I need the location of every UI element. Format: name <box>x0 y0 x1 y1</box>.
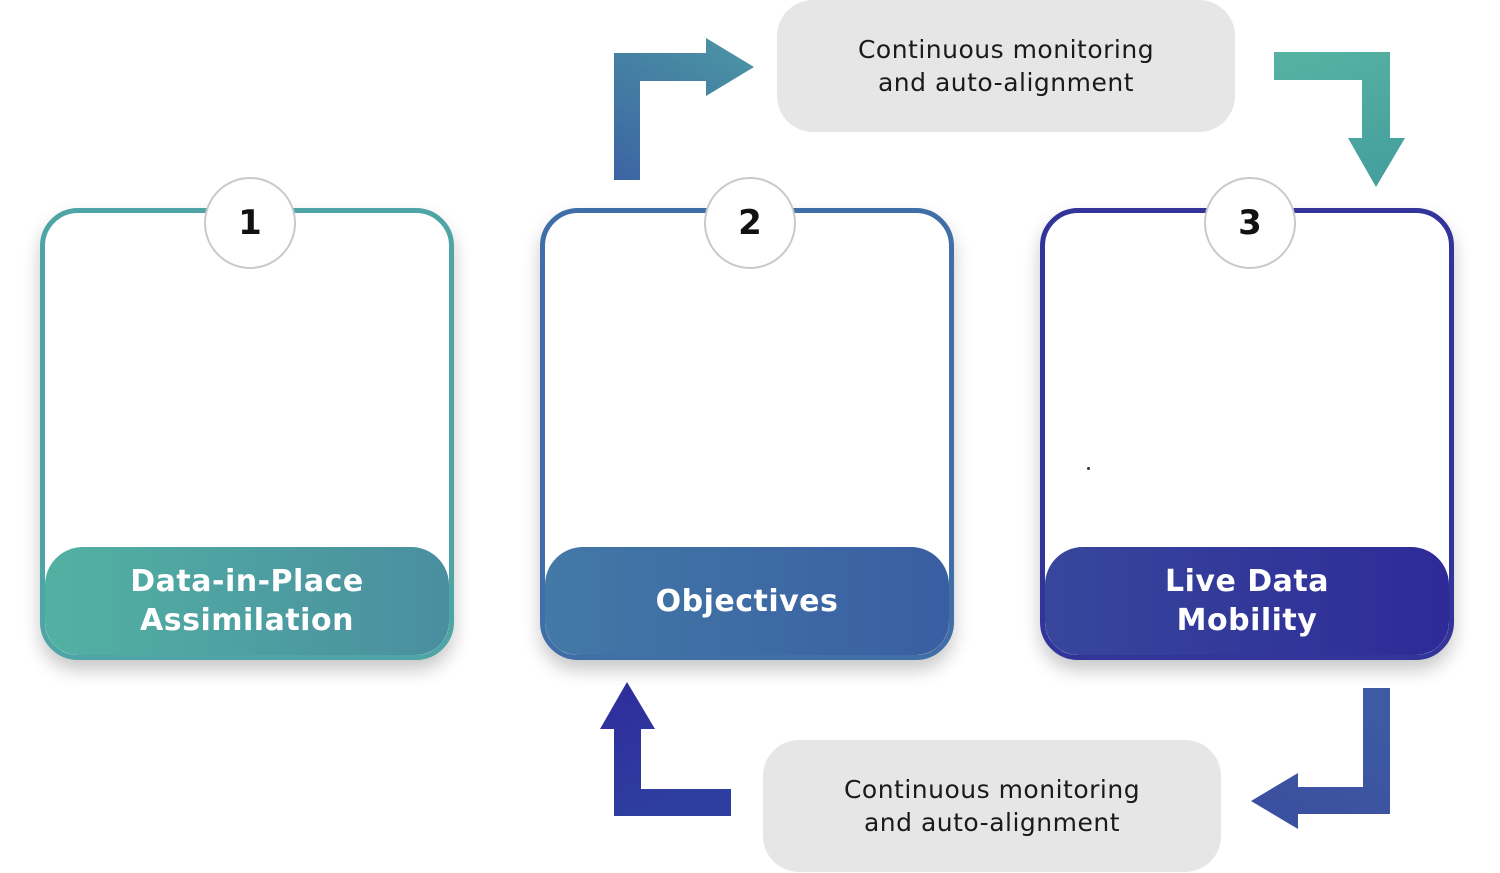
arrow-to-card-2 <box>600 682 731 816</box>
step-title: Data-in-Place Assimilation <box>45 547 449 655</box>
step-number-badge: 1 <box>204 177 296 269</box>
step-card-1: Data-in-Place Assimilation <box>40 208 454 660</box>
step-title: Objectives <box>545 547 949 655</box>
arrow-to-top-pill <box>614 38 754 180</box>
arrow-to-bottom-pill <box>1251 688 1390 829</box>
loop-label-bottom: Continuous monitoring and auto-alignment <box>763 740 1221 872</box>
arrow-to-card-3 <box>1274 52 1405 187</box>
loop-label-top: Continuous monitoring and auto-alignment <box>777 0 1235 132</box>
step-card-2: Objectives <box>540 208 954 660</box>
step-number-badge: 2 <box>704 177 796 269</box>
stray-dot <box>1087 467 1090 470</box>
step-number-badge: 3 <box>1204 177 1296 269</box>
step-card-3: Live Data Mobility <box>1040 208 1454 660</box>
step-title: Live Data Mobility <box>1045 547 1449 655</box>
